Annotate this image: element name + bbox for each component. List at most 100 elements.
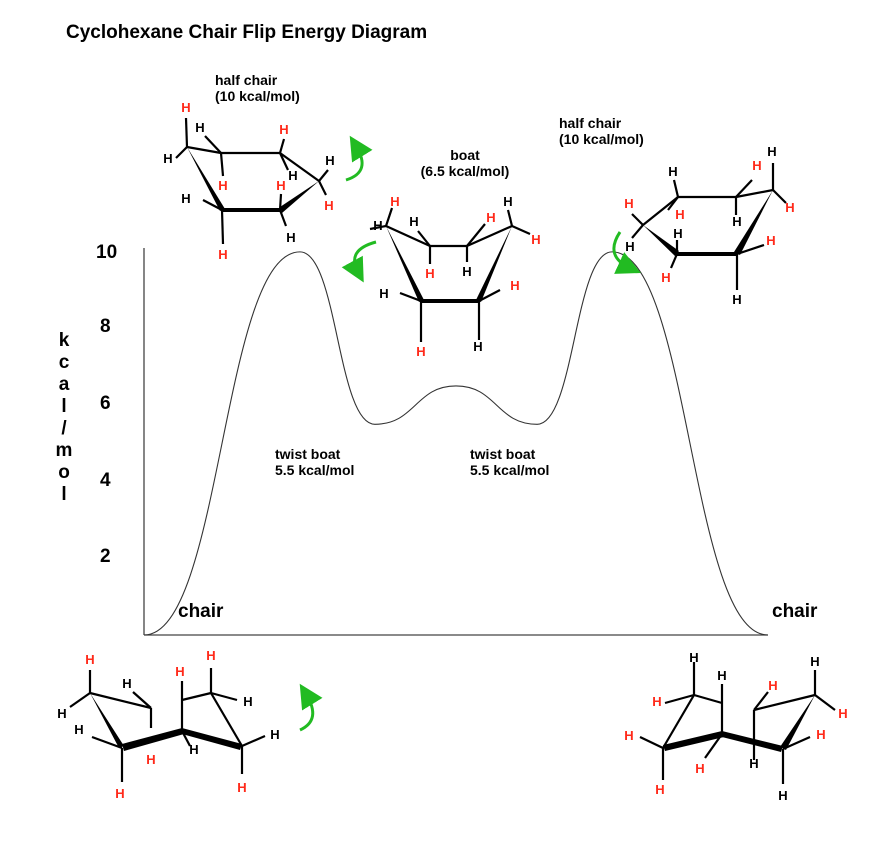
equatorial-hydrogen-label: H bbox=[767, 144, 776, 159]
equatorial-hydrogen-label: H bbox=[673, 226, 682, 241]
axial-hydrogen-label: H bbox=[652, 694, 661, 709]
axial-hydrogen-label: H bbox=[624, 196, 633, 211]
half-chair-right-energy: (10 kcal/mol) bbox=[559, 131, 644, 147]
y-axis-label-char: m bbox=[55, 440, 73, 461]
axial-hydrogen-label: H bbox=[816, 727, 825, 742]
half-chair-left-label: half chair (10 kcal/mol) bbox=[215, 72, 300, 104]
equatorial-hydrogen-label: H bbox=[462, 264, 471, 279]
twist-boat-right-label: twist boat 5.5 kcal/mol bbox=[470, 446, 549, 478]
chair-right-label: chair bbox=[772, 601, 818, 622]
equatorial-hydrogen-label: H bbox=[243, 694, 252, 709]
axial-hydrogen-label: H bbox=[146, 752, 155, 767]
equatorial-hydrogen-label: H bbox=[379, 286, 388, 301]
equatorial-hydrogen-label: H bbox=[57, 706, 66, 721]
axial-hydrogen-label: H bbox=[675, 207, 684, 222]
axial-hydrogen-label: H bbox=[390, 194, 399, 209]
axial-hydrogen-label: H bbox=[181, 100, 190, 115]
equatorial-hydrogen-label: H bbox=[195, 120, 204, 135]
y-axis-label-char: o bbox=[58, 462, 70, 483]
axial-hydrogen-label: H bbox=[531, 232, 540, 247]
equatorial-hydrogen-label: H bbox=[668, 164, 677, 179]
equatorial-hydrogen-label: H bbox=[189, 742, 198, 757]
equatorial-hydrogen-label: H bbox=[625, 239, 634, 254]
axial-hydrogen-label: H bbox=[206, 648, 215, 663]
equatorial-hydrogen-label: H bbox=[409, 214, 418, 229]
y-tick-label: 10 bbox=[96, 241, 118, 263]
twist-boat-right-name: twist boat bbox=[470, 446, 536, 462]
axial-hydrogen-label: H bbox=[218, 247, 227, 262]
half-chair-left-energy: (10 kcal/mol) bbox=[215, 88, 300, 104]
equatorial-hydrogen-label: H bbox=[689, 650, 698, 665]
axial-hydrogen-label: H bbox=[276, 178, 285, 193]
equatorial-hydrogen-label: H bbox=[749, 756, 758, 771]
boat-energy: (6.5 kcal/mol) bbox=[420, 163, 510, 179]
twist-boat-right-energy: 5.5 kcal/mol bbox=[470, 462, 550, 478]
equatorial-hydrogen-label: H bbox=[325, 153, 334, 168]
chair-right-molecule bbox=[639, 662, 836, 784]
axial-hydrogen-label: H bbox=[486, 210, 495, 225]
twist-boat-left-name: twist boat bbox=[275, 446, 341, 462]
axial-hydrogen-label: H bbox=[237, 780, 246, 795]
y-tick-label: 8 bbox=[100, 316, 111, 338]
axial-hydrogen-label: H bbox=[175, 664, 184, 679]
chair-left-molecule bbox=[69, 668, 266, 782]
equatorial-hydrogen-label: H bbox=[778, 788, 787, 803]
equatorial-hydrogen-label: H bbox=[810, 654, 819, 669]
half-chair-right-name: half chair bbox=[559, 115, 622, 131]
axial-hydrogen-label: H bbox=[416, 344, 425, 359]
y-axis-label-char: a bbox=[58, 374, 70, 395]
axial-hydrogen-label: H bbox=[324, 198, 333, 213]
axial-hydrogen-label: H bbox=[218, 178, 227, 193]
y-axis-label-char: c bbox=[58, 352, 70, 373]
axial-hydrogen-label: H bbox=[510, 278, 519, 293]
chart-title: Cyclohexane Chair Flip Energy Diagram bbox=[66, 22, 428, 43]
equatorial-hydrogen-label: H bbox=[373, 218, 382, 233]
axial-hydrogen-label: H bbox=[661, 270, 670, 285]
flip-arrow-icon bbox=[612, 231, 641, 274]
axial-hydrogen-label: H bbox=[279, 122, 288, 137]
axial-hydrogen-label: H bbox=[752, 158, 761, 173]
equatorial-hydrogen-label: H bbox=[732, 214, 741, 229]
flip-arrow-icon bbox=[345, 135, 373, 182]
y-tick-label: 2 bbox=[100, 546, 111, 568]
half-chair-left-molecule bbox=[175, 117, 329, 245]
axial-hydrogen-label: H bbox=[838, 706, 847, 721]
axial-hydrogen-label: H bbox=[695, 761, 704, 776]
y-tick-label: 6 bbox=[100, 393, 111, 415]
equatorial-hydrogen-label: H bbox=[503, 194, 512, 209]
flip-arrow-icon bbox=[299, 683, 323, 732]
y-axis-label-char: l bbox=[61, 484, 67, 505]
axial-hydrogen-label: H bbox=[655, 782, 664, 797]
y-axis-label-char: l bbox=[61, 396, 67, 417]
equatorial-hydrogen-label: H bbox=[74, 722, 83, 737]
flip-arrow-icon bbox=[341, 240, 377, 283]
half-chair-right-label: half chair (10 kcal/mol) bbox=[559, 115, 644, 147]
axial-hydrogen-label: H bbox=[766, 233, 775, 248]
axial-hydrogen-label: H bbox=[768, 678, 777, 693]
equatorial-hydrogen-label: H bbox=[473, 339, 482, 354]
y-tick-label: 4 bbox=[100, 469, 111, 491]
axial-hydrogen-label: H bbox=[425, 266, 434, 281]
twist-boat-left-label: twist boat 5.5 kcal/mol bbox=[275, 446, 354, 478]
equatorial-hydrogen-label: H bbox=[286, 230, 295, 245]
energy-curve bbox=[143, 251, 769, 636]
equatorial-hydrogen-label: H bbox=[270, 727, 279, 742]
axial-hydrogen-label: H bbox=[624, 728, 633, 743]
equatorial-hydrogen-label: H bbox=[732, 292, 741, 307]
equatorial-hydrogen-label: H bbox=[717, 668, 726, 683]
equatorial-hydrogen-label: H bbox=[181, 191, 190, 206]
equatorial-hydrogen-label: H bbox=[288, 168, 297, 183]
boat-molecule bbox=[369, 207, 531, 342]
half-chair-right-molecule bbox=[631, 163, 787, 290]
chair-left-label: chair bbox=[178, 601, 224, 622]
y-axis-label-char: k bbox=[58, 330, 70, 351]
equatorial-hydrogen-label: H bbox=[163, 151, 172, 166]
twist-boat-left-energy: 5.5 kcal/mol bbox=[275, 462, 355, 478]
axial-hydrogen-label: H bbox=[785, 200, 794, 215]
boat-name: boat bbox=[450, 147, 480, 163]
boat-label: boat (6.5 kcal/mol) bbox=[398, 147, 532, 179]
axial-hydrogen-label: H bbox=[85, 652, 94, 667]
